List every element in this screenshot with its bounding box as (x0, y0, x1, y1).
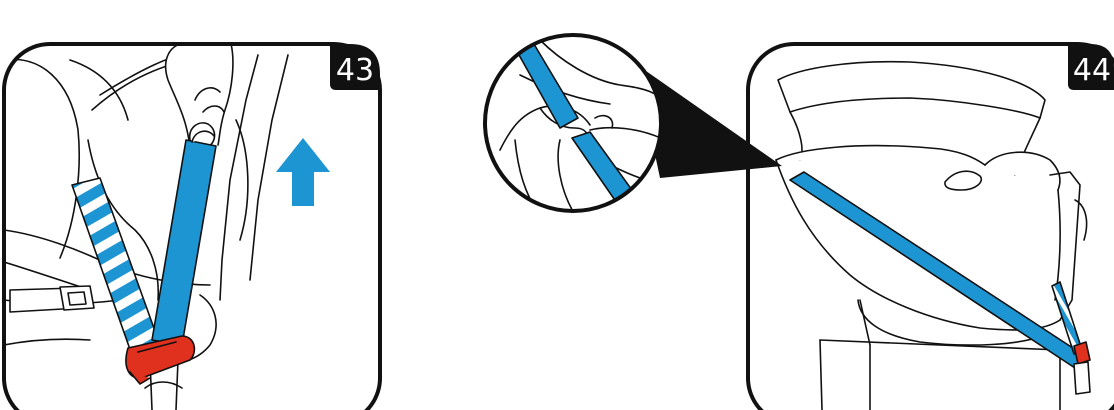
panel-step-43: 43 (4, 40, 380, 410)
panel-step-44: 44 (748, 44, 1114, 410)
arrow-up-icon (276, 138, 330, 206)
detail-magnifier (485, 24, 782, 222)
step-number-43: 43 (336, 53, 374, 88)
step-number-44: 44 (1073, 53, 1111, 88)
